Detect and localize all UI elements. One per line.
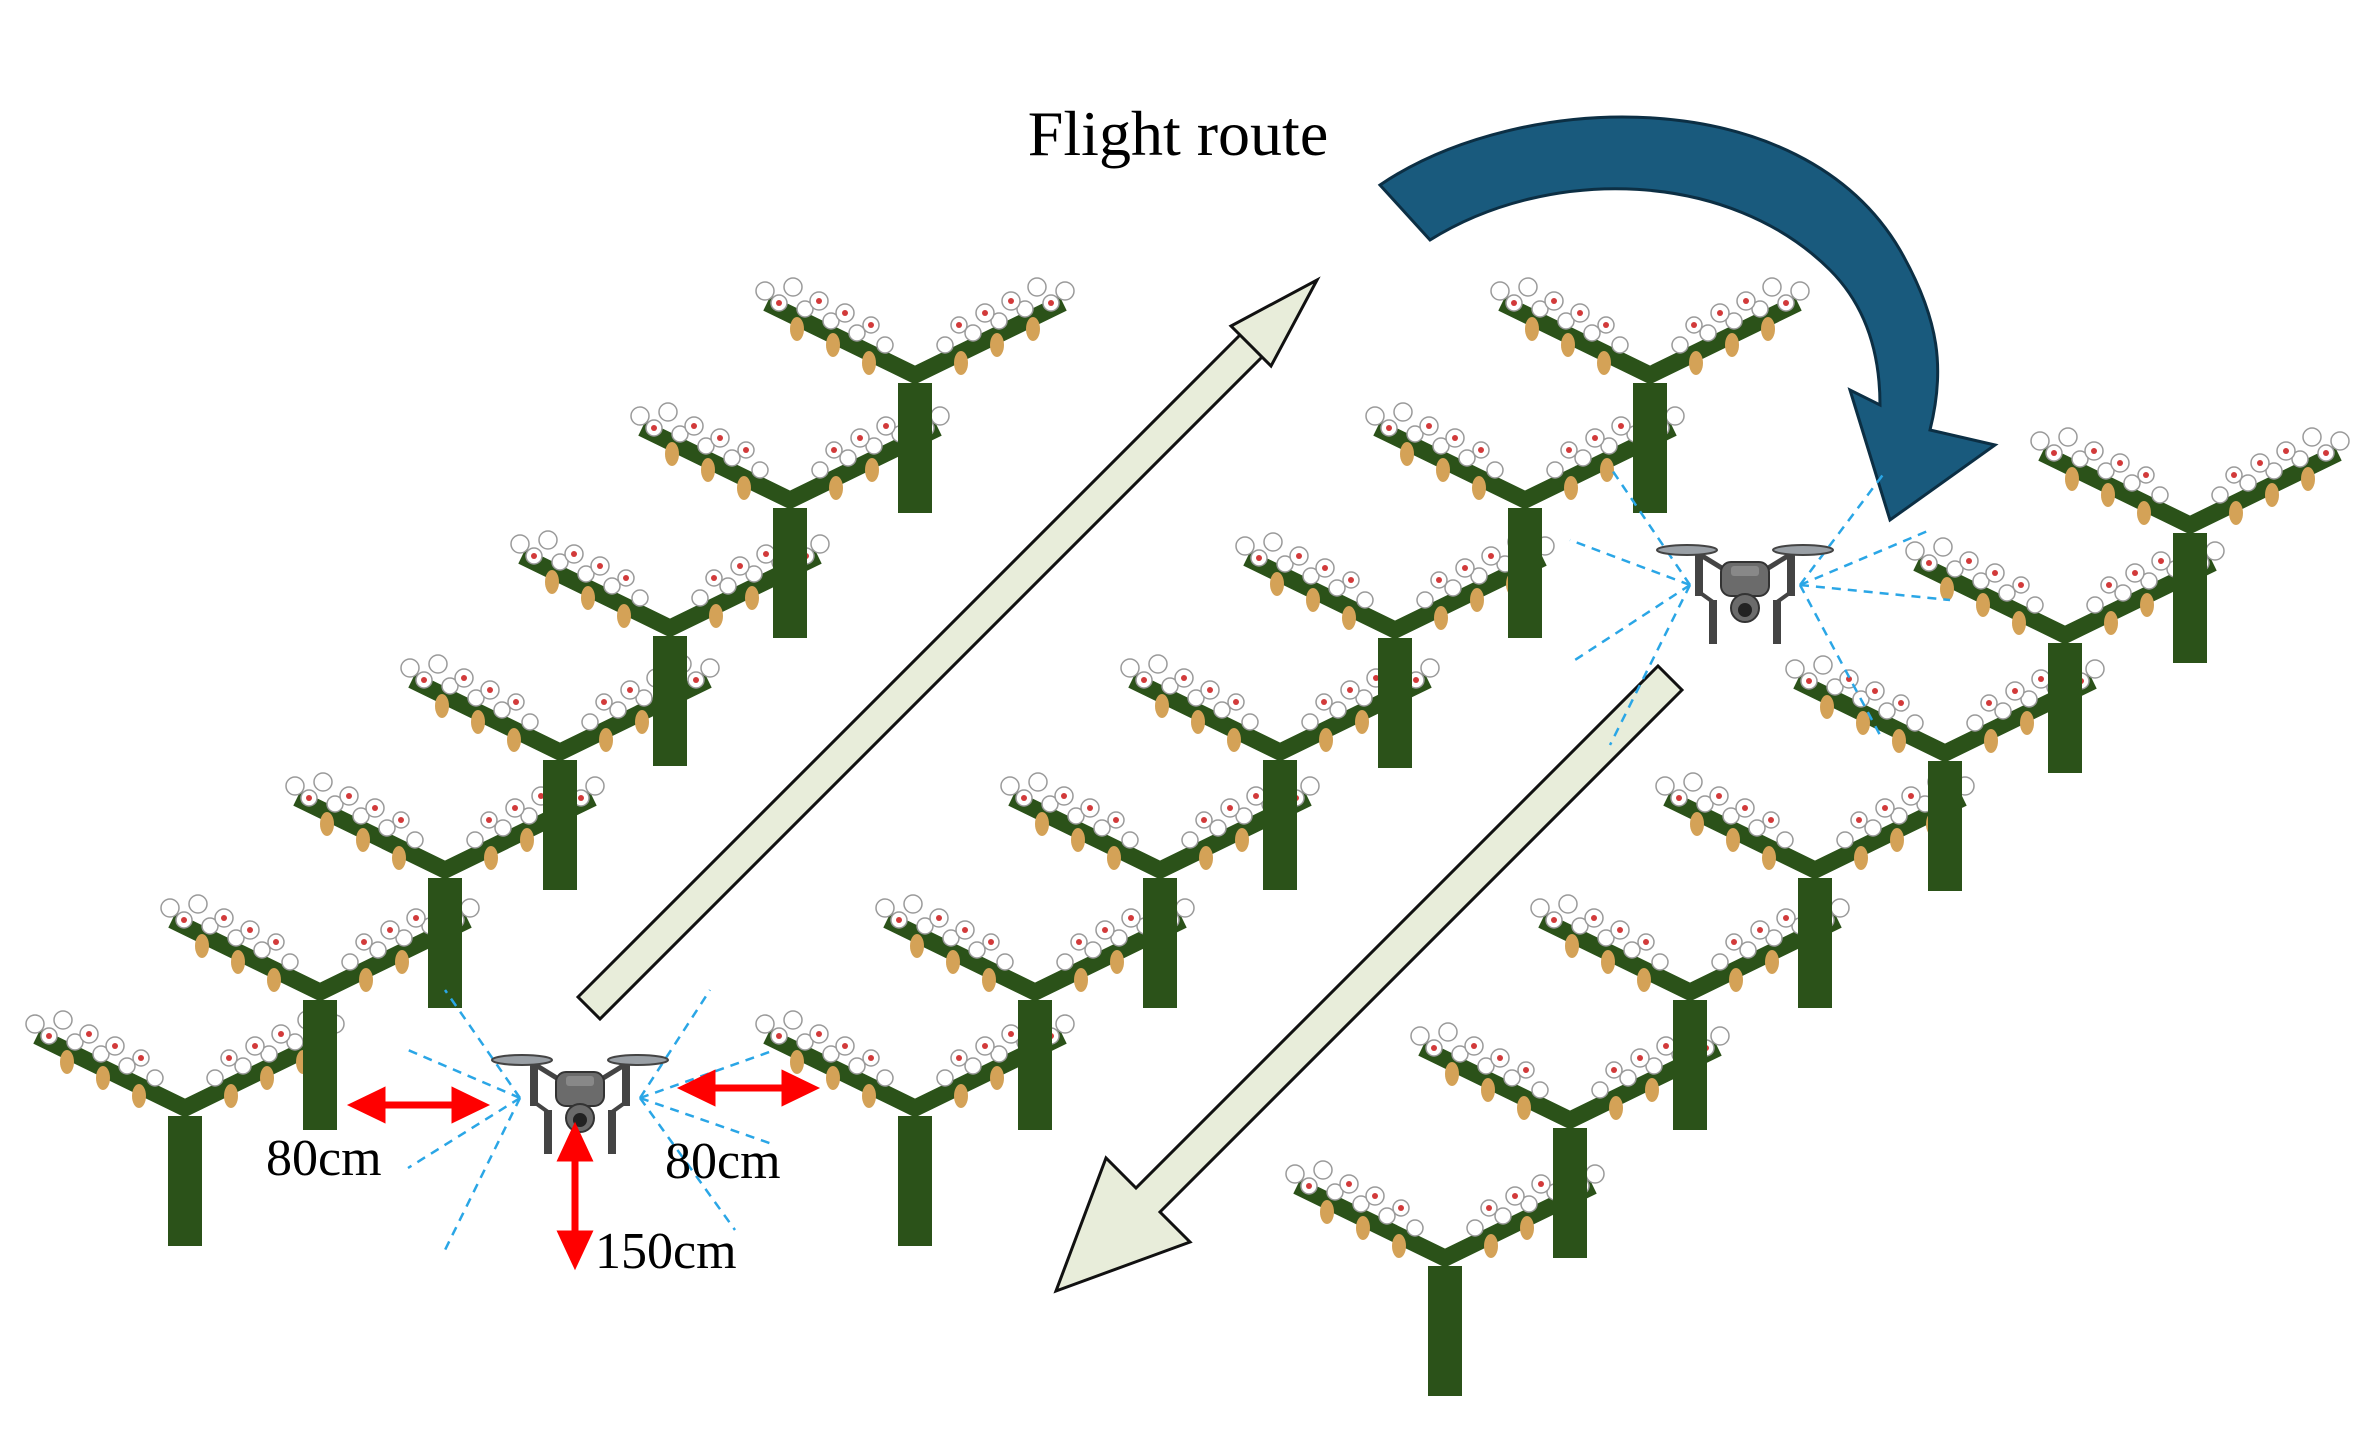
orchard-trees xyxy=(26,278,2349,1396)
distance-arrow-right-head-b xyxy=(781,1069,821,1107)
route-arrow-up xyxy=(575,276,1321,1022)
tree-icon xyxy=(756,278,1074,513)
route-arrow-down xyxy=(1053,663,1685,1294)
label-80cm-left: 80cm xyxy=(266,1130,382,1187)
drone-right-icon xyxy=(1657,545,1833,644)
distance-arrow-left-head-b xyxy=(451,1086,491,1124)
distance-arrows xyxy=(346,1069,821,1271)
distance-arrow-left-head-a xyxy=(346,1086,386,1124)
tree-icon xyxy=(1656,773,1974,1008)
label-150cm: 150cm xyxy=(595,1223,737,1280)
distance-arrow-height-head-a xyxy=(556,1121,594,1162)
distance-arrow-height-head-b xyxy=(556,1230,594,1271)
flight-route-title: Flight route xyxy=(1028,98,1328,169)
label-80cm-right: 80cm xyxy=(665,1133,781,1190)
camera-rays-right xyxy=(1569,469,1951,746)
tree-icon xyxy=(26,1011,344,1246)
tree-icon xyxy=(1236,533,1554,768)
camera-rays-left xyxy=(407,989,776,1251)
turn-arrow xyxy=(1377,115,1999,523)
tree-icon xyxy=(1491,278,1809,513)
distance-arrow-right-head-a xyxy=(676,1069,716,1107)
